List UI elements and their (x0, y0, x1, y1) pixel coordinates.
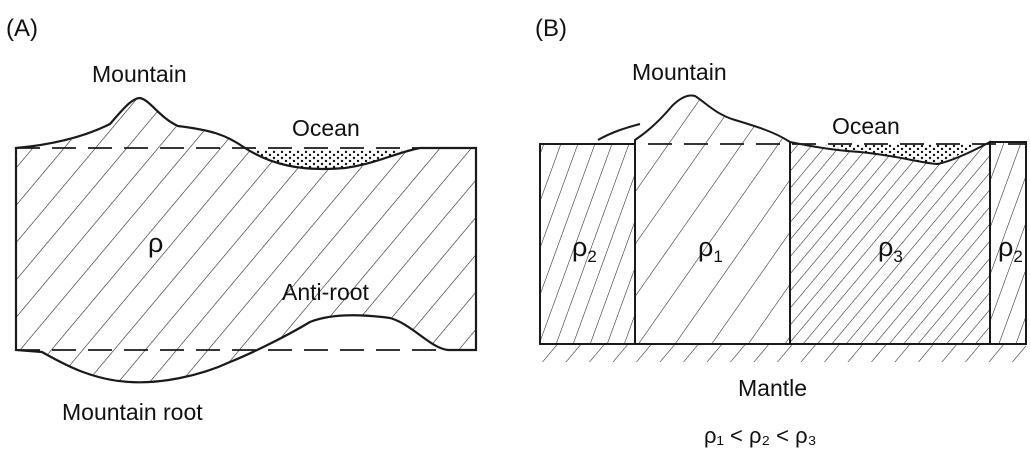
mantle-fill (540, 344, 1026, 362)
mountain-label-a: Mountain (92, 61, 187, 87)
column-rho1 (634, 94, 791, 345)
mountain-root-label: Mountain root (62, 399, 203, 425)
column-rho3 (789, 140, 991, 345)
rho2-right-label: ρ2 (998, 232, 1023, 266)
ocean-label-a: Ocean (292, 115, 360, 141)
panel-b-label: (B) (535, 15, 567, 42)
density-label-a: ρ (148, 228, 163, 258)
rho1-label: ρ1 (698, 232, 723, 266)
anti-root-label: Anti-root (282, 279, 370, 305)
mountain-label-b: Mountain (632, 59, 727, 85)
panel-a: (A) Mountain Ocean ρ Anti-root Mountain … (6, 15, 478, 425)
mantle-label: Mantle (738, 375, 807, 401)
panel-a-label: (A) (6, 15, 38, 42)
rho2-left-label: ρ2 (572, 232, 597, 266)
crust-body-a (14, 96, 478, 384)
rho3-label: ρ3 (878, 232, 903, 266)
ocean-fill-a (248, 150, 404, 170)
ocean-fill-b (822, 144, 978, 164)
column-rho2-left (539, 143, 636, 345)
surface-left-b (597, 123, 641, 141)
ocean-label-b: Ocean (832, 113, 900, 139)
density-inequality: ρ₁ < ρ₂ < ρ₃ (704, 423, 817, 448)
panel-b: (B) Mountain Ocean ρ2 ρ1 ρ3 ρ2 Mantle ρ₁… (535, 15, 1027, 448)
